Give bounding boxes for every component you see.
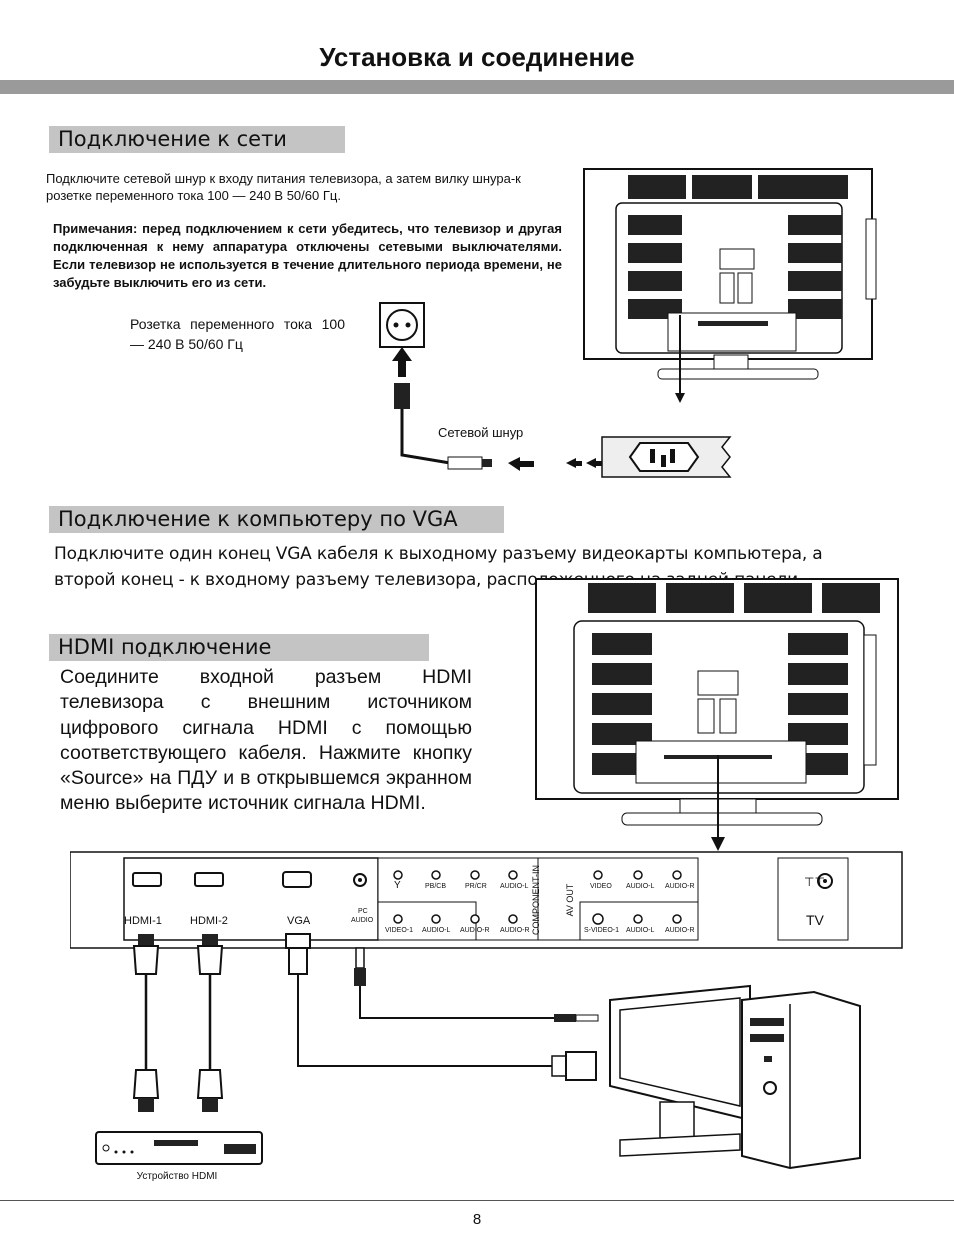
up-arrow-icon — [392, 347, 412, 377]
hdmi-device-icon — [95, 1131, 263, 1165]
hdmi2-port — [194, 872, 224, 887]
power-note: Примечания: перед подключением к сети уб… — [53, 221, 562, 290]
svg-text:⊤⊤: ⊤⊤ — [804, 875, 825, 889]
ac-inlet-icon — [601, 436, 732, 478]
page-title: Установка и соединение — [319, 42, 635, 72]
connector-panel: ⊤⊤ — [70, 851, 903, 949]
av-audio-r-label: AUDIO-R — [460, 927, 490, 934]
av-out-label: AV OUT — [565, 883, 575, 917]
footer-rule — [0, 1200, 954, 1201]
left-arrow-icon — [508, 457, 602, 471]
video1-label: VIDEO-1 — [385, 927, 414, 934]
page-number: 8 — [472, 1211, 482, 1228]
hdmi1-port — [132, 872, 162, 887]
power-connection-illustration — [379, 168, 877, 478]
svideo1-label: S-VIDEO-1 — [584, 927, 620, 934]
cables-and-devices-illustration — [95, 933, 861, 1170]
vga-label: VGA — [287, 915, 311, 927]
component-in-label: COMPONENT-IN — [531, 865, 541, 936]
component-audio-l-label: AUDIO-L — [500, 883, 529, 890]
audio-cable — [354, 947, 599, 1022]
power-instructions: Подключите сетевой шнур к входу питания … — [46, 171, 521, 203]
hdmi-cable-1 — [132, 934, 160, 1112]
vga-cable — [285, 933, 597, 1081]
hdmi1-label: HDMI-1 — [124, 915, 162, 927]
section-heading-vga: Подключение к компьютеру по VGA — [49, 506, 504, 533]
pc-audio-label-2: AUDIO — [351, 917, 374, 924]
hdmi-instructions: Соедините входной разъем HDMI телевизора… — [60, 666, 472, 815]
out-audio-l-label: AUDIO-L — [626, 883, 655, 890]
tv-rear-panel-top — [583, 168, 877, 403]
pbcb-label: PB/CB — [425, 883, 447, 890]
wall-outlet-icon — [379, 302, 425, 348]
section-heading-hdmi: HDMI подключение — [49, 634, 429, 661]
header-rule — [0, 80, 954, 94]
out2-audio-r-label: AUDIO-R — [665, 927, 695, 934]
section-heading-power: Подключение к сети — [49, 126, 345, 153]
computer-icon — [609, 984, 861, 1170]
out-audio-r-label: AUDIO-R — [665, 883, 695, 890]
y-label: Y — [394, 880, 401, 891]
outlet-label: Розетка переменного тока 100 — 240 В 50/… — [130, 316, 345, 352]
tv-rear-panel-illustration — [535, 578, 899, 851]
power-cord-icon — [394, 383, 492, 470]
hdmi-device-label: Устройство HDMI — [136, 1171, 218, 1182]
pc-audio-label-1: PC — [358, 908, 368, 915]
video-out-label: VIDEO — [590, 883, 612, 890]
vga-port — [282, 871, 312, 888]
av-audio-l-label: AUDIO-L — [422, 927, 451, 934]
component-audio-r-label: AUDIO-R — [500, 927, 530, 934]
tv-antenna-label: TV — [806, 912, 824, 928]
hdmi2-label: HDMI-2 — [190, 915, 228, 927]
prcr-label: PR/CR — [465, 883, 487, 890]
hdmi-cable-2 — [196, 934, 224, 1112]
out2-audio-l-label: AUDIO-L — [626, 927, 655, 934]
power-cord-label: Сетевой шнур — [438, 425, 524, 440]
